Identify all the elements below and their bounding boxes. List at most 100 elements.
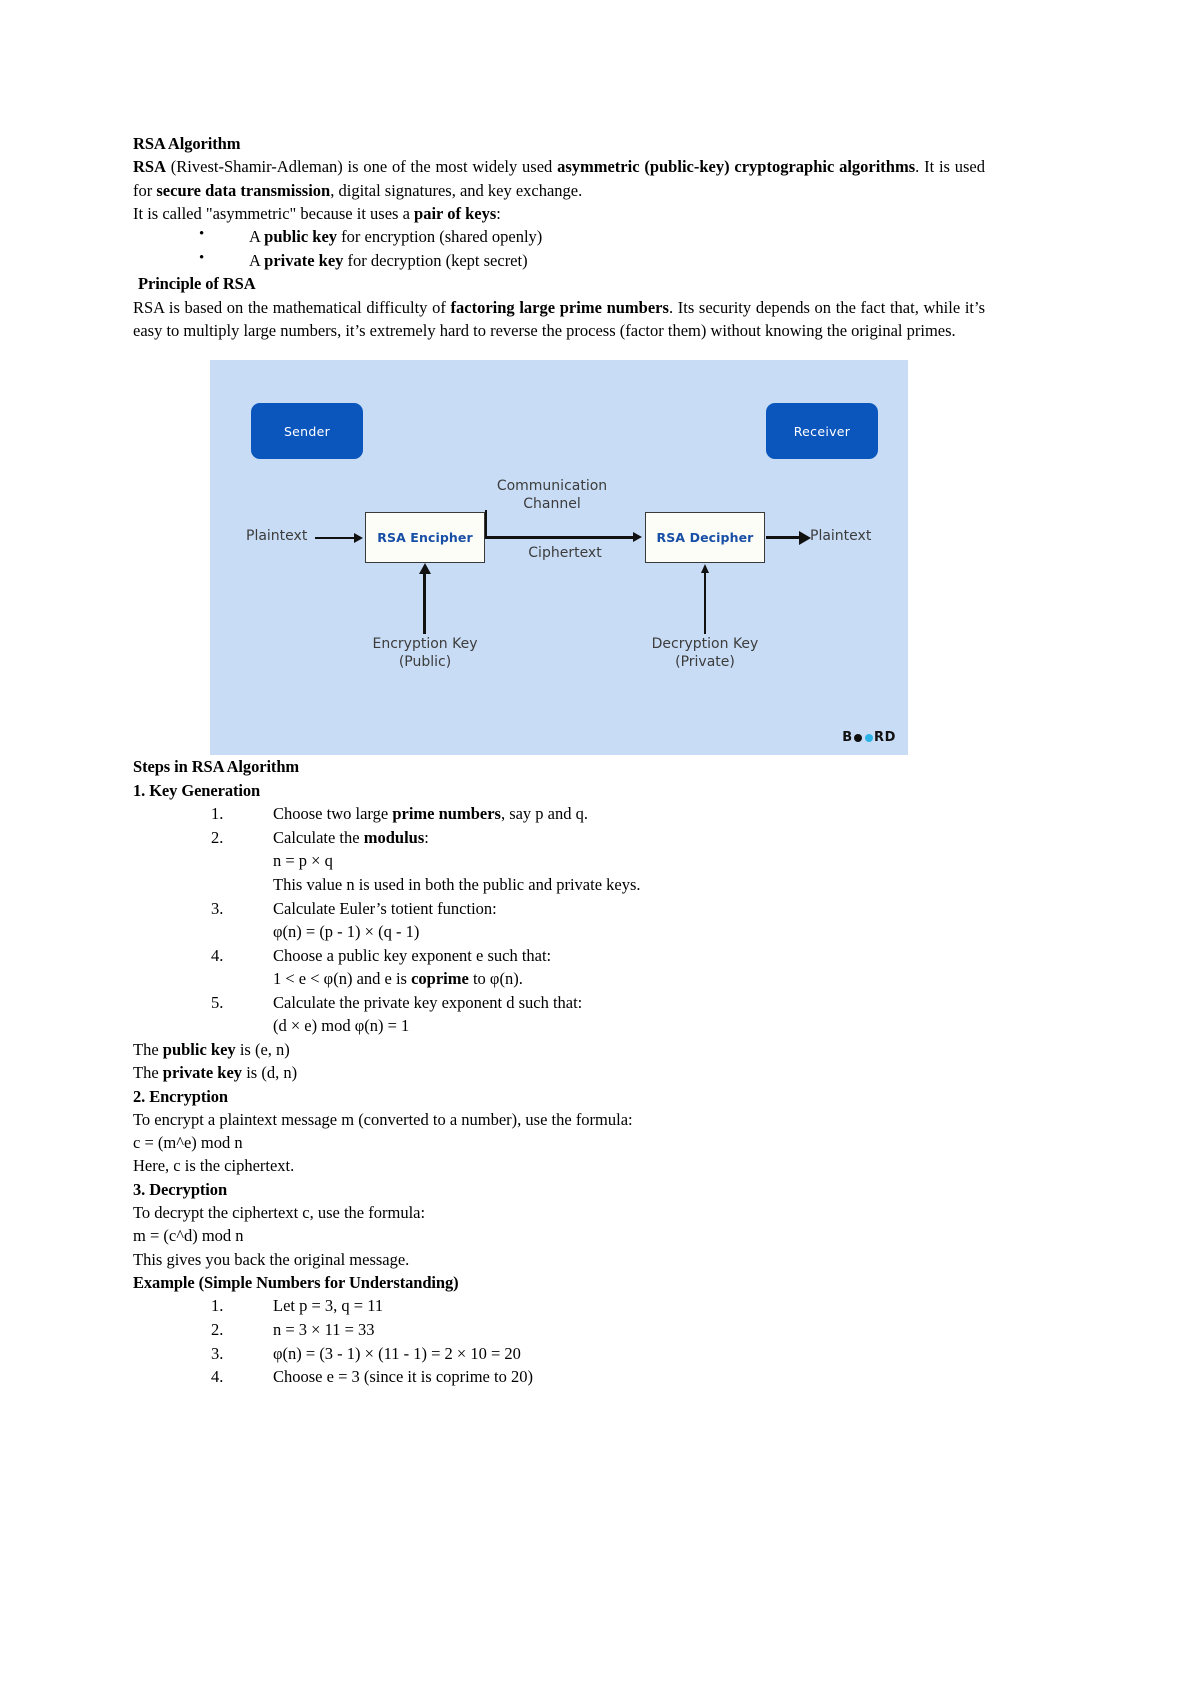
key-generation-heading: 1. Key Generation xyxy=(133,780,261,800)
rsa-diagram: Sender Receiver RSA Encipher RSA Deciphe… xyxy=(210,360,908,756)
brand-dot-dark-icon xyxy=(854,733,863,742)
rsa-encipher-label: RSA Encipher xyxy=(377,530,473,546)
step-5-main: Calculate the private key exponent d suc… xyxy=(273,992,583,1012)
intro-rsa-bold: RSA xyxy=(133,157,167,177)
steps-heading: Steps in RSA Algorithm xyxy=(133,757,300,777)
public-key-pre: The xyxy=(133,1040,163,1060)
decryption-formula: m = (c^d) mod n xyxy=(133,1226,244,1246)
asymmetric-paragraph: It is called "asymmetric" because it use… xyxy=(133,202,985,225)
plaintext-in-arrowhead xyxy=(354,532,363,543)
bullet-1-pre: A xyxy=(249,250,265,270)
bullet-1-post: for decryption (kept secret) xyxy=(343,250,528,270)
plaintext-in-line xyxy=(315,536,355,539)
example-heading: Example (Simple Numbers for Understandin… xyxy=(133,1272,459,1292)
asym-text-2: : xyxy=(496,203,501,223)
list-item: Choose e = 3 (since it is coprime to 20) xyxy=(211,1365,533,1388)
rsa-decipher-node: RSA Decipher xyxy=(645,512,765,564)
document-body: RSA Algorithm RSA (Rivest-Shamir-Adleman… xyxy=(133,132,985,1389)
encryption-formula: c = (m^e) mod n xyxy=(133,1133,243,1153)
decryption-key-label: Decryption Key (Private) xyxy=(651,636,759,671)
step-3-formula: φ(n) = (p - 1) × (q - 1) xyxy=(273,922,420,942)
plaintext-input-label: Plaintext xyxy=(246,528,308,545)
brand-dot-accent-icon xyxy=(864,733,873,742)
ciphertext-label: Ciphertext xyxy=(528,545,602,562)
plaintext-out-line xyxy=(766,536,802,540)
key-generation-list: Choose two large prime numbers, say p an… xyxy=(133,802,985,1038)
public-key-line: The public key is (e, n) xyxy=(133,1038,985,1061)
list-item: Calculate the private key exponent d suc… xyxy=(211,991,985,1038)
step-4-post: to φ(n). xyxy=(468,969,523,989)
sender-label: Sender xyxy=(283,423,331,439)
list-item: A public key for encryption (shared open… xyxy=(199,224,985,249)
encryption-key-line xyxy=(423,572,427,635)
step-5-formula: (d × e) mod φ(n) = 1 xyxy=(273,1016,410,1036)
list-item: Choose two large prime numbers, say p an… xyxy=(211,802,985,826)
communication-channel-label: Communication Channel xyxy=(496,478,608,513)
step-2-note: This value n is used in both the public … xyxy=(273,874,641,894)
decryption-heading: 3. Decryption xyxy=(133,1179,228,1199)
list-item: φ(n) = (3 - 1) × (11 - 1) = 2 × 10 = 20 xyxy=(211,1342,521,1365)
private-key-post: is (d, n) xyxy=(242,1063,298,1083)
brand-letter-d: D xyxy=(884,730,896,746)
list-item: Let p = 3, q = 11 xyxy=(211,1294,384,1317)
principle-paragraph: RSA is based on the mathematical difficu… xyxy=(133,296,985,343)
rsa-encipher-node: RSA Encipher xyxy=(365,512,485,564)
principle-heading: Principle of RSA xyxy=(138,274,256,294)
list-item: n = 3 × 11 = 33 xyxy=(211,1318,375,1341)
example-list: Let p = 3, q = 11 n = 3 × 11 = 33 φ(n) =… xyxy=(133,1294,985,1388)
plaintext-out-arrowhead xyxy=(799,530,811,545)
step-2-pre: Calculate the xyxy=(273,827,364,847)
step-4-main: Choose a public key exponent e such that… xyxy=(273,945,552,965)
sender-node: Sender xyxy=(251,403,363,460)
asym-text-1: It is called "asymmetric" because it use… xyxy=(133,203,415,223)
bullet-1-bold: private key xyxy=(264,250,344,270)
step-4-condition: 1 < e < φ(n) and e is coprime to φ(n). xyxy=(273,967,985,991)
decryption-key-arrowhead xyxy=(700,564,709,574)
list-item: Choose a public key exponent e such that… xyxy=(211,944,985,991)
bullet-0-post: for encryption (shared openly) xyxy=(337,227,543,247)
encryption-key-label: Encryption Key (Public) xyxy=(372,636,478,671)
brand-letter-r: R xyxy=(873,730,885,746)
decryption-line-1: To decrypt the ciphertext c, use the for… xyxy=(133,1203,426,1223)
private-key-line: The private key is (d, n) xyxy=(133,1061,985,1084)
list-item: Calculate Euler’s totient function: φ(n)… xyxy=(211,897,985,944)
ciphertext-line xyxy=(485,536,635,540)
page-title: RSA Algorithm xyxy=(133,134,241,153)
encryption-line-1: To encrypt a plaintext message m (conver… xyxy=(133,1109,633,1129)
intro-bold-2: secure data transmission xyxy=(156,180,331,200)
step-4-bold: coprime xyxy=(411,969,469,989)
key-type-list: A public key for encryption (shared open… xyxy=(133,224,985,272)
decryption-key-line xyxy=(704,572,706,635)
principle-text-1: RSA is based on the mathematical difficu… xyxy=(133,297,451,317)
encryption-heading: 2. Encryption xyxy=(133,1086,228,1106)
intro-text-3: , digital signatures, and key exchange. xyxy=(330,180,583,200)
principle-text-2: . Its security depends on the fact that,… xyxy=(133,297,986,341)
step-3-main: Calculate Euler’s totient function: xyxy=(273,898,497,918)
receiver-label: Receiver xyxy=(793,423,851,439)
step-2-formula: n = p × q xyxy=(273,851,333,871)
receiver-node: Receiver xyxy=(766,403,878,460)
encryption-key-arrowhead xyxy=(418,563,431,575)
private-key-bold: private key xyxy=(162,1063,243,1083)
bullet-0-pre: A xyxy=(249,227,265,247)
intro-paragraph: RSA (Rivest-Shamir-Adleman) is one of th… xyxy=(133,155,985,202)
step-1-post: , say p and q. xyxy=(500,804,589,824)
rsa-decipher-label: RSA Decipher xyxy=(656,530,754,546)
rsa-diagram-wrapper: Sender Receiver RSA Encipher RSA Deciphe… xyxy=(133,360,985,756)
public-key-bold: public key xyxy=(162,1040,236,1060)
decryption-line-3: This gives you back the original message… xyxy=(133,1249,410,1269)
principle-bold: factoring large prime numbers xyxy=(450,297,669,317)
bullet-0-bold: public key xyxy=(264,227,338,247)
intro-bold-1: asymmetric (public-key) cryptographic al… xyxy=(557,157,916,177)
encryption-line-3: Here, c is the ciphertext. xyxy=(133,1156,295,1176)
step-2-bold: modulus xyxy=(363,827,425,847)
channel-tick-line xyxy=(485,510,487,539)
public-key-post: is (e, n) xyxy=(235,1040,290,1060)
step-4-pre: 1 < e < φ(n) and e is xyxy=(273,969,412,989)
intro-text-2: . It is used for xyxy=(133,157,985,200)
intro-text-1: (Rivest-Shamir-Adleman) is one of the mo… xyxy=(166,157,558,177)
step-1-pre: Choose two large xyxy=(273,804,393,824)
step-1-bold: prime numbers xyxy=(392,804,501,824)
